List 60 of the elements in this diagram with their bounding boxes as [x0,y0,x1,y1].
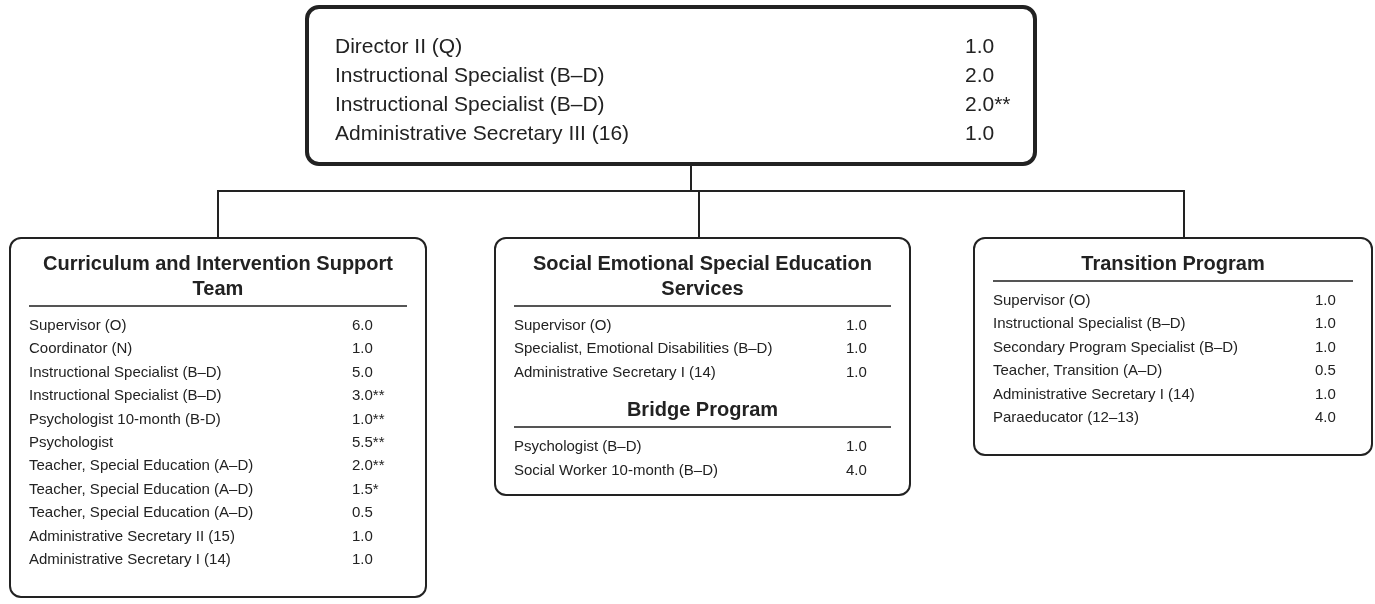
fte-value: 1.0 [352,338,374,359]
fte-value: 3.0** [352,385,386,406]
position-title: Administrative Secretary I (14) [514,361,717,382]
fte-value: 6.0 [352,315,374,335]
position-title: Administrative Secretary III (16) [335,120,631,146]
fte-value: 2.0** [352,455,386,476]
team-box [973,237,1373,456]
fte-value: 1.0 [965,33,996,59]
team-heading: Curriculum and Intervention Support Team [43,252,393,299]
position-title: Paraeducator (12–13) [993,407,1140,428]
position-title: Psychologist [29,432,115,453]
position-title: Specialist, Emotional Disabilities (B–D) [514,338,774,359]
position-title: Supervisor (O) [993,290,1092,310]
fte-value: 1.0 [846,361,868,382]
fte-value: 5.0 [352,361,374,382]
fte-value: 1.5* [352,478,380,499]
position-title: Instructional Specialist (B–D) [29,361,223,382]
position-title: Teacher, Special Education (A–D) [29,502,255,523]
fte-value: 1.0 [965,120,996,146]
position-title: Administrative Secretary II (15) [29,525,236,546]
fte-value: 1.0 [846,436,868,457]
fte-value: 2.0** [965,91,1012,117]
fte-value: 1.0 [352,525,374,546]
position-title: Instructional Specialist (B–D) [335,91,606,117]
position-title: Social Worker 10-month (B–D) [514,459,719,480]
position-title: Secondary Program Specialist (B–D) [993,336,1240,357]
team-heading: Bridge Program [626,398,779,421]
fte-value: 4.0 [1315,407,1337,428]
position-title: Instructional Specialist (B–D) [29,385,223,406]
position-title: Administrative Secretary I (14) [993,383,1196,404]
fte-value: 4.0 [846,459,868,480]
team-box [9,237,427,598]
position-title: Coordinator (N) [29,338,134,359]
position-title: Teacher, Special Education (A–D) [29,478,255,499]
team-heading: Social Emotional Special Education Services [533,252,872,299]
fte-value: 1.0 [352,549,374,570]
fte-value: 1.0 [1315,336,1337,357]
position-title: Instructional Specialist (B–D) [993,313,1187,334]
fte-value: 1.0** [352,408,386,429]
fte-value: 1.0 [1315,290,1337,310]
position-title: Administrative Secretary I (14) [29,549,232,570]
fte-value: 1.0 [1315,383,1337,404]
fte-value: 1.0 [1315,313,1337,334]
position-title: Teacher, Special Education (A–D) [29,455,255,476]
fte-value: 0.5 [352,502,374,523]
fte-value: 1.0 [846,338,868,359]
position-title: Director II (Q) [335,33,464,59]
team-box [494,237,911,496]
fte-value: 2.0 [965,62,996,88]
position-title: Teacher, Transition (A–D) [993,360,1164,381]
position-title: Supervisor (O) [29,315,128,335]
position-title: Instructional Specialist (B–D) [335,62,606,88]
fte-value: 0.5 [1315,360,1337,381]
position-title: Supervisor (O) [514,315,613,335]
fte-value: 5.5** [352,432,386,453]
fte-value: 1.0 [846,315,868,335]
position-title: Psychologist (B–D) [514,436,643,457]
team-heading: Transition Program [1081,252,1265,274]
position-title: Psychologist 10-month (B-D) [29,408,222,429]
position-box [305,5,1037,166]
